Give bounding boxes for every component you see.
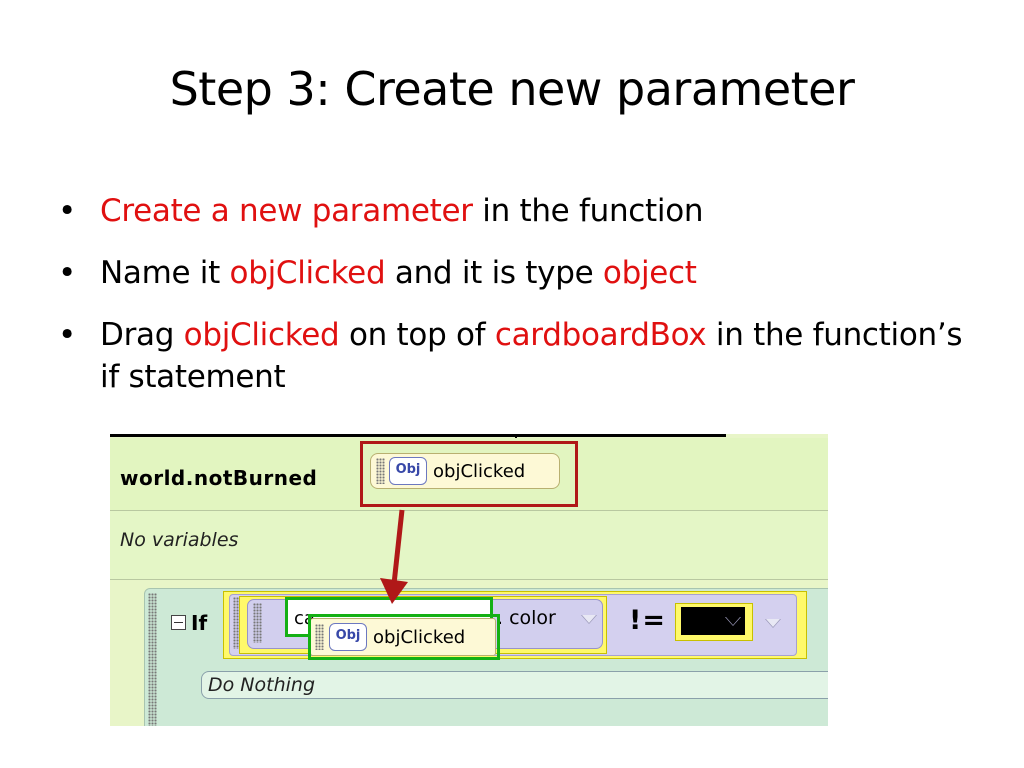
function-header: world.notBurned Obj objClicked [110, 438, 828, 511]
parameter-chip[interactable]: Obj objClicked [370, 453, 560, 489]
bullet-text: Name it [100, 255, 230, 291]
bullet-emphasis: objClicked [183, 317, 340, 353]
object-type-icon: Obj [389, 457, 427, 485]
bullet-text: in the function’s if statement [100, 317, 963, 395]
dragged-parameter-chip[interactable]: Obj objClicked [310, 618, 496, 656]
bullet-item: • Create a new parameter in the function [58, 190, 988, 232]
bullet-emphasis: object [602, 255, 697, 291]
bullet-text: and it is type [385, 255, 603, 291]
color-property-label: . color [497, 607, 556, 629]
grip-icon[interactable] [315, 624, 324, 650]
bullet-item: • Name it objClicked and it is type obje… [58, 252, 988, 294]
bullet-text: on top of [339, 317, 495, 353]
dropdown-arrow-icon[interactable] [582, 615, 596, 623]
alice-editor-screenshot: world.notBurned Obj objClicked No variab… [110, 434, 828, 726]
bullet-list: • Create a new parameter in the function… [58, 190, 988, 418]
grip-icon[interactable] [148, 593, 157, 726]
grip-icon[interactable] [376, 458, 385, 484]
dropdown-arrow-icon[interactable] [766, 619, 780, 627]
do-nothing-label: Do Nothing [208, 674, 316, 696]
slide-title: Step 3: Create new parameter [169, 62, 855, 116]
do-nothing-placeholder[interactable]: Do Nothing [201, 671, 828, 699]
variables-row: No variables [110, 511, 828, 580]
drag-arrow-icon [380, 509, 408, 604]
object-type-icon: Obj [329, 623, 367, 651]
drag-highlight-frame [308, 614, 500, 660]
bullet-emphasis: cardboardBox [494, 317, 707, 353]
collapse-icon[interactable] [171, 615, 186, 630]
if-keyword: If [191, 611, 208, 635]
no-variables-label: No variables [120, 529, 239, 551]
grip-icon[interactable] [233, 597, 242, 649]
bullet-dot: • [58, 193, 76, 229]
grip-icon[interactable] [253, 603, 262, 643]
function-name: world.notBurned [120, 466, 318, 490]
top-border-tick [515, 434, 517, 438]
bullet-item: • Drag objClicked on top of cardboardBox… [58, 314, 988, 398]
dragged-parameter-name: objClicked [373, 627, 466, 648]
bullet-text: in the function [472, 193, 704, 229]
parameter-name: objClicked [433, 461, 526, 482]
bullet-dot: • [58, 255, 76, 291]
bullet-emphasis: Create a new parameter [100, 193, 473, 229]
bullet-text: Drag [100, 317, 184, 353]
dropdown-arrow-icon[interactable] [726, 617, 740, 625]
not-equal-operator: != [629, 605, 666, 636]
top-border-line [110, 434, 726, 437]
parameter-highlight-frame [360, 441, 578, 507]
bullet-emphasis: objClicked [229, 255, 386, 291]
bullet-dot: • [58, 317, 76, 353]
